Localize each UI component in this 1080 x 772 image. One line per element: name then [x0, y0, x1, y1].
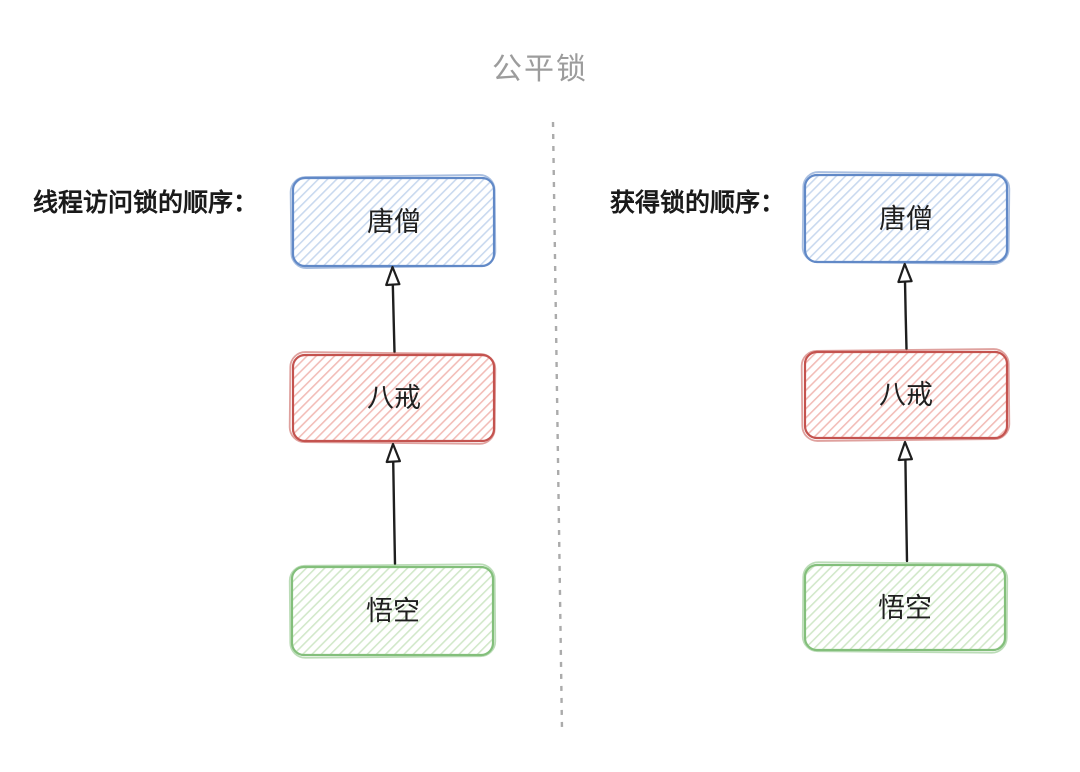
arrowhead-icon	[385, 265, 401, 287]
right-panel-label: 获得锁的顺序：	[610, 189, 786, 217]
left-panel-label: 线程访问锁的顺序：	[33, 189, 259, 217]
node-label: 悟空	[878, 593, 932, 623]
node-label: 悟空	[366, 596, 420, 626]
node-box	[803, 350, 1009, 440]
node-box	[803, 563, 1007, 652]
node-bajie-left: 八戒	[288, 351, 497, 445]
node-label: 八戒	[367, 383, 421, 413]
node-tangseng-left: 唐僧	[289, 174, 497, 269]
node-box	[291, 353, 496, 443]
arrowhead-icon	[897, 262, 913, 284]
arrow-shaft	[391, 282, 396, 354]
panel-divider	[551, 121, 564, 731]
node-box	[803, 173, 1009, 264]
node-box	[290, 565, 495, 657]
node-sketch-outline	[800, 348, 1011, 442]
arrowhead-icon	[897, 440, 914, 462]
node-label: 唐僧	[879, 204, 933, 234]
arrow-bajie-to-tangseng-right	[897, 262, 913, 351]
node-wukong-right: 悟空	[801, 561, 1009, 654]
node-sketch-outline	[288, 563, 497, 659]
arrow-wukong-to-bajie-left	[385, 442, 401, 566]
arrow-bajie-to-tangseng-left	[385, 265, 401, 354]
node-label: 八戒	[879, 380, 933, 410]
node-wukong-left: 悟空	[288, 563, 497, 659]
node-label: 唐僧	[367, 207, 421, 237]
diagram-title: 公平锁	[492, 53, 588, 86]
arrow-shaft	[903, 279, 908, 351]
node-tangseng-right: 唐僧	[801, 171, 1011, 265]
arrow-shaft	[392, 459, 397, 566]
arrowhead-icon	[385, 442, 401, 464]
arrow-shaft	[904, 457, 909, 563]
node-bajie-right: 八戒	[800, 348, 1011, 442]
node-box	[291, 176, 496, 268]
node-sketch-outline	[801, 561, 1009, 654]
arrow-wukong-to-bajie-right	[897, 440, 914, 563]
